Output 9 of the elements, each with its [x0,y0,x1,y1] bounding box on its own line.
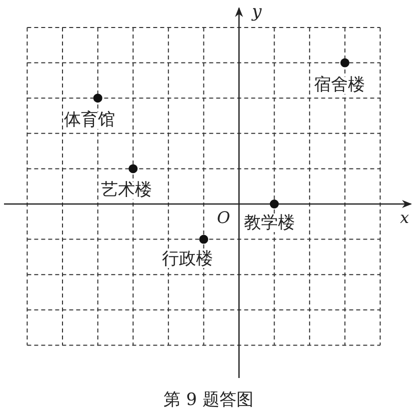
point-label: 行政楼 [162,251,213,268]
point-label: 艺术楼 [101,182,152,199]
axis-label: y [252,4,262,21]
axis-label: x [400,210,410,226]
caption: 第 9 题答图 [162,392,254,409]
axis-label: O [217,210,230,226]
point-label: 宿舍楼 [314,77,365,94]
point-label: 教学楼 [244,215,295,232]
point-label: 体育馆 [64,112,115,129]
